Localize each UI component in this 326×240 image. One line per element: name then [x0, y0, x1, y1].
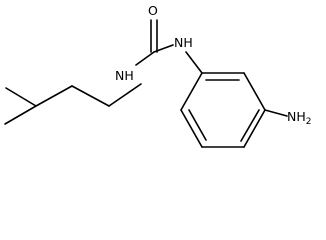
ring-bond-1: [180, 72, 203, 111]
ring-inner-double-4: [240, 109, 260, 142]
amine-subscript: 2: [306, 117, 312, 127]
aminophenyl-ring: [180, 51, 288, 148]
bond-methyl-bottom: [4, 105, 37, 125]
amide-nh-right-label: NH: [174, 35, 193, 50]
ring-bond-5: [243, 72, 266, 111]
amide-nh-left-label: NH: [115, 68, 134, 83]
ring-inner-double-1: [188, 109, 207, 141]
structure-diagram: O NH NH NH2: [4, 3, 311, 148]
oxygen-label: O: [148, 3, 158, 18]
molecule-drawing: O NH NH NH2: [4, 3, 311, 148]
urea-core: [135, 19, 174, 66]
bond-chain-1: [35, 85, 73, 107]
amine-nh2-label: NH2: [287, 109, 311, 127]
ring-bond-2: [180, 109, 203, 148]
bond-nh-to-ring: [185, 51, 203, 74]
isopentyl-chain: [4, 83, 142, 125]
amine-label-text: NH: [287, 109, 306, 124]
bond-chain-3: [108, 83, 142, 107]
bond-nh-left-to-carbonyl: [135, 51, 155, 66]
bond-methyl-top: [5, 87, 37, 107]
bond-ring-to-nh2: [264, 109, 288, 117]
bond-chain-2: [71, 85, 110, 107]
ring-bond-4: [243, 109, 266, 148]
